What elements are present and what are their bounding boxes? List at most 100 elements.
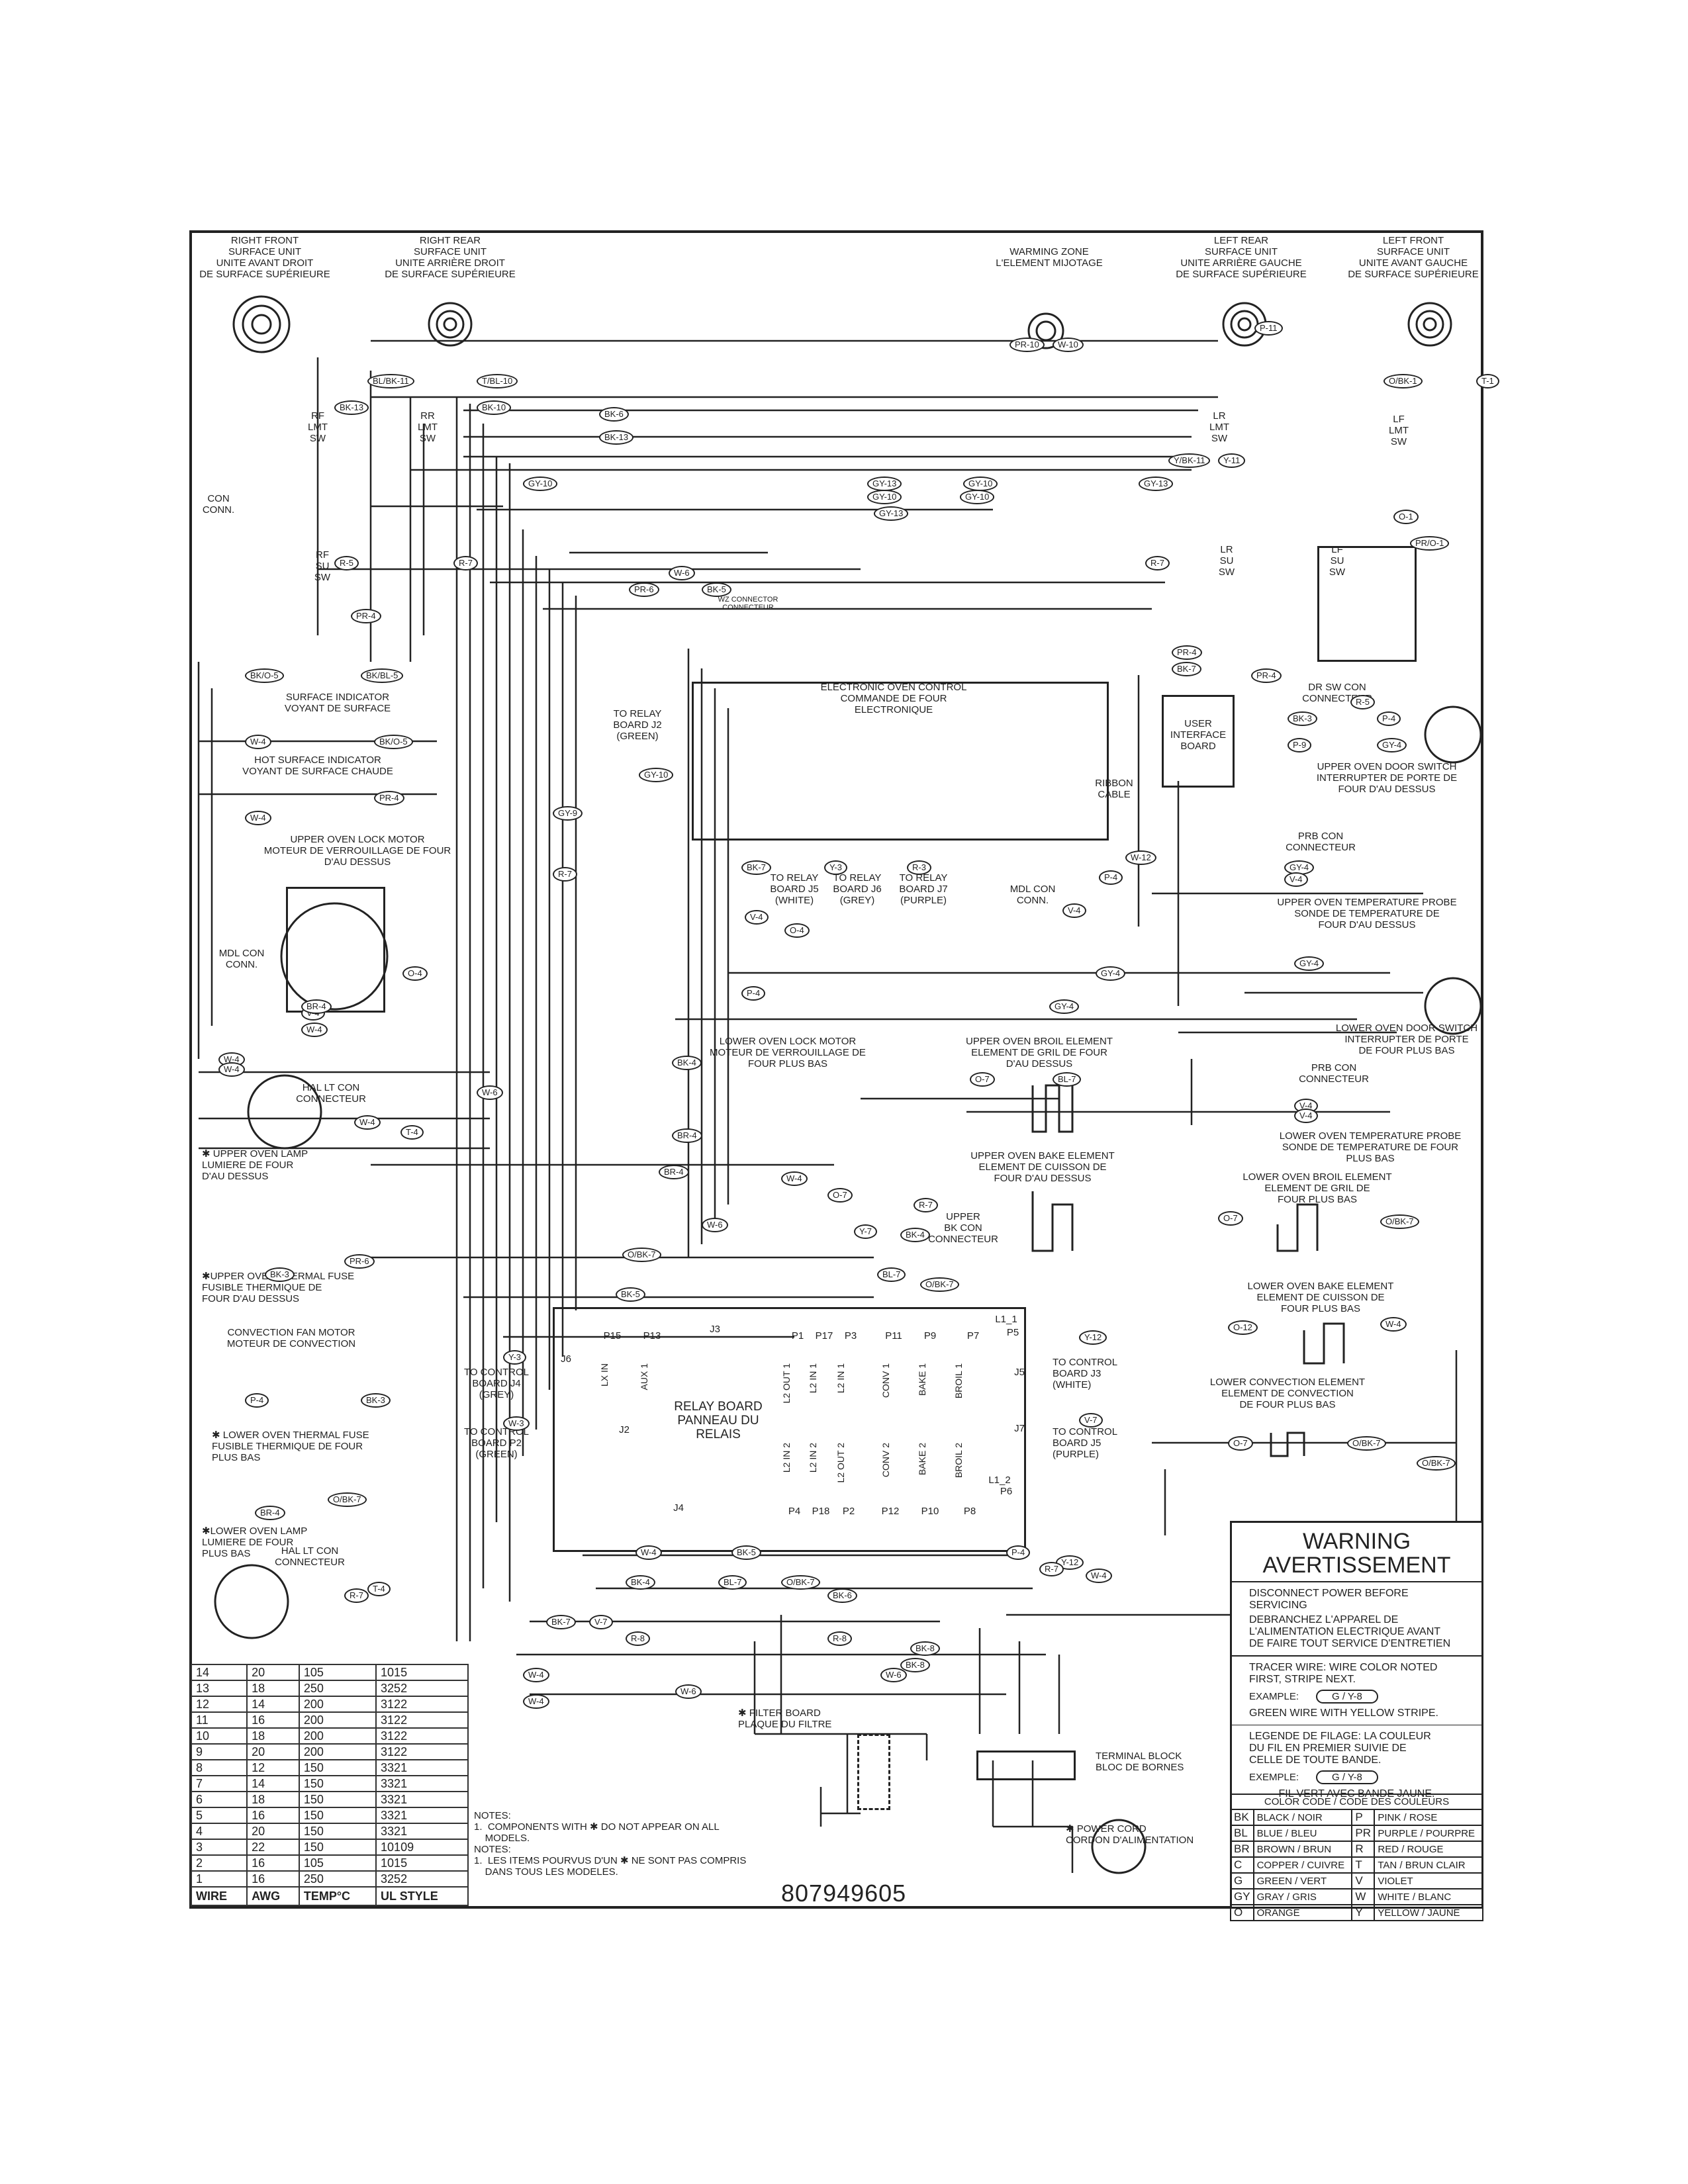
wire-table-cell: 20 — [246, 1743, 300, 1760]
wire-tag: Y/BK-11 — [1168, 453, 1211, 468]
wire-table-cell: 16 — [246, 1807, 300, 1824]
relay-terminal-label: L2 OUT 1 — [781, 1363, 792, 1404]
wire-tag: O/BK-7 — [1347, 1436, 1386, 1451]
relay-pin-label: P7 — [966, 1330, 980, 1342]
relay-terminal-label: BROIL 2 — [953, 1443, 964, 1479]
wire-tag: W-6 — [675, 1684, 702, 1699]
rr-unit-label: RIGHT REAR SURFACE UNIT UNITE ARRIÈRE DR… — [385, 235, 516, 280]
wire-tag: W-6 — [880, 1668, 907, 1682]
relay-connector-label: J5 — [1014, 1367, 1025, 1378]
color-name: GRAY / GRIS — [1252, 1888, 1353, 1905]
convection-fan-motor-label: CONVECTION FAN MOTOR MOTEUR DE CONVECTIO… — [226, 1327, 356, 1349]
wire-table-cell: 4 — [190, 1823, 248, 1840]
wire-tag: BK-4 — [672, 1056, 702, 1070]
wire-tag: W-4 — [354, 1115, 381, 1130]
wire-table-cell: 200 — [298, 1711, 377, 1729]
wire-tag: R-7 — [453, 556, 478, 570]
wire-tag: P-4 — [1099, 870, 1123, 885]
wire-table-cell: 3321 — [375, 1775, 469, 1792]
wire-tag: P-4 — [741, 986, 766, 1001]
color-name: ORANGE — [1252, 1904, 1353, 1921]
wire-tag: W-4 — [218, 1062, 245, 1077]
relay-connector-label: J2 — [619, 1424, 630, 1435]
relay-pin-label: P8 — [963, 1506, 976, 1517]
color-abbrev: Y — [1351, 1904, 1376, 1921]
relay-pin-label: L1_1 — [995, 1314, 1017, 1325]
relay-pin-label: P18 — [812, 1506, 830, 1517]
wire-table-cell: 12 — [190, 1696, 248, 1713]
wire-table-cell: 16 — [246, 1854, 300, 1872]
wire-tag: W-4 — [523, 1694, 549, 1709]
wire-table-cell: 105 — [298, 1664, 377, 1681]
relay-pin-label: P4 — [788, 1506, 801, 1517]
diagram-frame — [189, 230, 1483, 1909]
to-relay-board-j6-label: TO RELAY BOARD J6 (GREY) — [833, 872, 882, 906]
color-abbrev: V — [1351, 1872, 1376, 1889]
relay-terminal-label: L2 IN 2 — [781, 1443, 792, 1473]
filter-board-label: ✱ FILTER BOARD PLAQUE DU FILTRE — [738, 1707, 832, 1730]
color-abbrev: P — [1351, 1809, 1376, 1826]
relay-pin-label: L1_2 — [988, 1475, 1011, 1486]
wire-table-cell: 18 — [246, 1791, 300, 1808]
mdl-con-left-label: MDL CON CONN. — [218, 948, 265, 970]
wire-tag: Y-11 — [1218, 453, 1246, 468]
warning-disconnect-fr: DEBRANCHEZ L'APPAREL DE L'ALIMENTATION E… — [1249, 1614, 1451, 1649]
relay-pin-label: P9 — [923, 1330, 937, 1342]
wire-tag: V-4 — [1062, 903, 1086, 918]
lf-lmt-sw-label: LF LMT SW — [1389, 414, 1409, 447]
wire-tag: P-4 — [245, 1393, 269, 1408]
color-name: COPPER / CUIVRE — [1252, 1856, 1353, 1874]
wire-tag: Y-3 — [503, 1350, 527, 1365]
legend-fr: LEGENDE DE FILAGE: LA COULEUR DU FIL EN … — [1249, 1731, 1431, 1766]
wire-table-cell: 1 — [190, 1870, 248, 1888]
wire-table-cell: 14 — [246, 1775, 300, 1792]
electronic-oven-control-label: ELECTRONIC OVEN CONTROL COMMANDE DE FOUR… — [820, 682, 967, 715]
relay-pin-label: P12 — [881, 1506, 900, 1517]
wire-table-cell: 3122 — [375, 1743, 469, 1760]
wire-tag: T/BL-10 — [477, 374, 518, 388]
to-relay-board-j7-label: TO RELAY BOARD J7 (PURPLE) — [899, 872, 948, 906]
wire-tag: V-4 — [1294, 1109, 1318, 1123]
wire-table-cell: 14 — [190, 1664, 248, 1681]
wire-tag: BL-7 — [877, 1267, 906, 1282]
to-control-p2-label: TO CONTROL BOARD P2 (GREEN) — [463, 1426, 530, 1460]
wire-tag: O-7 — [1228, 1436, 1253, 1451]
lower-convection-element-label: LOWER CONVECTION ELEMENT ELEMENT DE CONV… — [1209, 1377, 1366, 1410]
lower-door-switch-label: LOWER OVEN DOOR SWITCH INTERRUPTER DE PO… — [1335, 1023, 1478, 1056]
upper-thermal-fuse-label: ✱UPPER OVEN THERMAL FUSE FUSIBLE THERMIQ… — [202, 1271, 355, 1304]
wire-table-cell: 16 — [246, 1870, 300, 1888]
lower-broil-element-label: LOWER OVEN BROIL ELEMENT ELEMENT DE GRIL… — [1243, 1171, 1392, 1205]
lr-su-sw-label: LR SU SW — [1218, 544, 1235, 578]
wire-tag: O/BK-7 — [781, 1575, 820, 1590]
color-abbrev: W — [1351, 1888, 1376, 1905]
prb-con-lower-label: PRB CON CONNECTEUR — [1299, 1062, 1369, 1085]
wire-tag: BK-13 — [599, 430, 634, 445]
wire-table-cell: 200 — [298, 1696, 377, 1713]
wire-table-cell: 22 — [246, 1839, 300, 1856]
wire-tag: O/BK-7 — [920, 1277, 959, 1292]
color-abbrev: O — [1230, 1904, 1254, 1921]
wire-tag: V-7 — [589, 1615, 613, 1629]
wire-table-cell: 20 — [246, 1823, 300, 1840]
wire-table-cell: 10109 — [375, 1839, 469, 1856]
wire-tag: BK-7 — [546, 1615, 576, 1629]
warming-zone-label: WARMING ZONE L'ELEMENT MIJOTAGE — [996, 246, 1103, 269]
wire-tag: BK-6 — [827, 1588, 857, 1603]
notes: NOTES: 1. COMPONENTS WITH ✱ DO NOT APPEA… — [474, 1810, 747, 1878]
relay-pin-label: P1 — [791, 1330, 804, 1342]
relay-pin-label: P2 — [842, 1506, 855, 1517]
wz-connector-label: WZ CONNECTOR CONNECTEUR — [718, 596, 778, 612]
wire-tag: PR-6 — [344, 1254, 375, 1269]
wire-table-header-cell: TEMP°C — [298, 1886, 377, 1906]
example-label-fr: EXEMPLE: — [1249, 1772, 1299, 1783]
wire-tag: GY-4 — [1049, 999, 1080, 1014]
wire-tag: R-5 — [334, 556, 359, 570]
wire-tag: GY-13 — [1139, 477, 1174, 491]
